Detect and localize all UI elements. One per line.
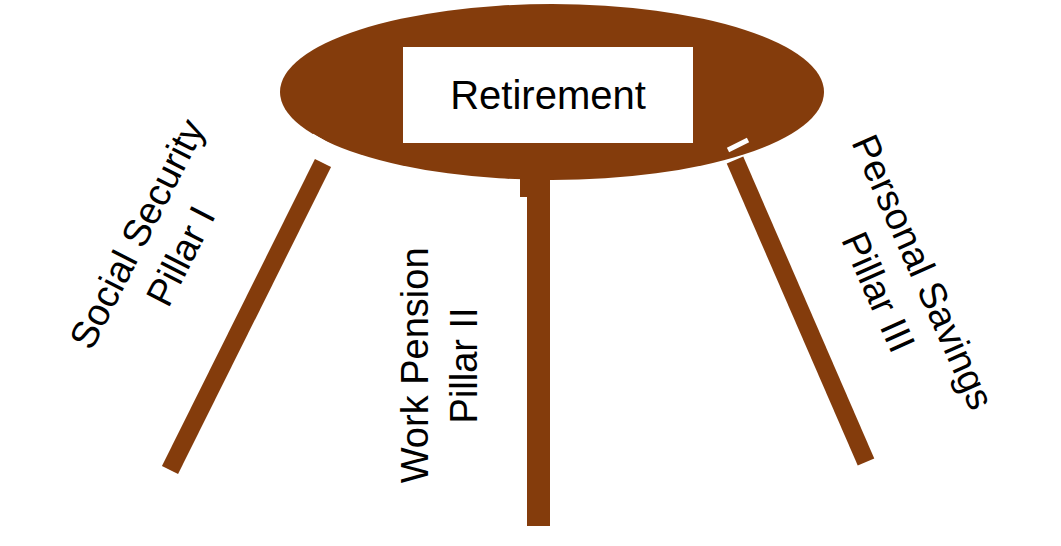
pillar-label: Personal SavingsPillar III	[795, 127, 1006, 437]
title-box: Retirement	[403, 47, 693, 143]
leg-gap	[312, 136, 336, 150]
leg-gap	[728, 140, 748, 150]
pillar-text: Work Pension	[391, 247, 440, 483]
stool-leg	[735, 160, 866, 462]
stool-seat	[280, 4, 824, 180]
pillar-label: Social SecurityPillar I	[59, 111, 261, 380]
node-label: Retirement	[450, 72, 646, 118]
seat-joint	[520, 170, 550, 197]
pillar-label: Work PensionPillar II	[391, 247, 490, 483]
pillar-text: Pillar II	[440, 307, 489, 423]
stool-leg	[527, 180, 550, 526]
